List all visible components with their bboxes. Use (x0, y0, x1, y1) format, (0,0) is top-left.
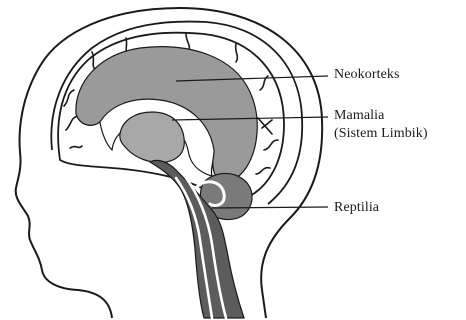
label-neokorteks: Neokorteks (334, 66, 400, 83)
label-sistem-limbik: (Sistem Limbik) (334, 125, 428, 142)
label-mamalia: Mamalia (334, 107, 384, 124)
label-reptilia: Reptilia (334, 199, 379, 216)
